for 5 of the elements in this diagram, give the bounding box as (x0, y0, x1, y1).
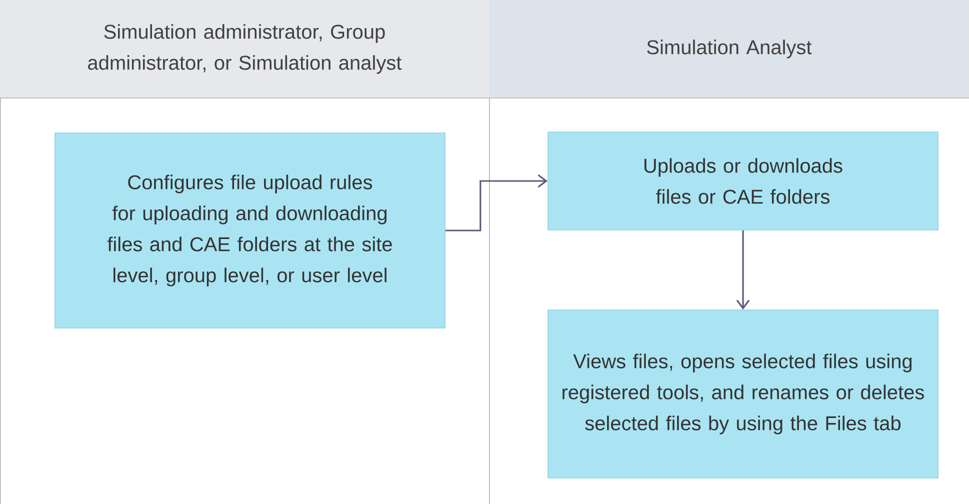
process-box: Uploads or downloads files or CAE folders (548, 132, 938, 230)
process-box: Views files, opens selected files using registered tools, and renames or deletes selected files by using the Files tab (548, 310, 938, 478)
arrow (736, 230, 750, 310)
process-box: Configures file upload rules for uploading and downloading files and CAE folders at the site level, group level, or user level (54, 132, 446, 328)
arrow (445, 174, 548, 232)
